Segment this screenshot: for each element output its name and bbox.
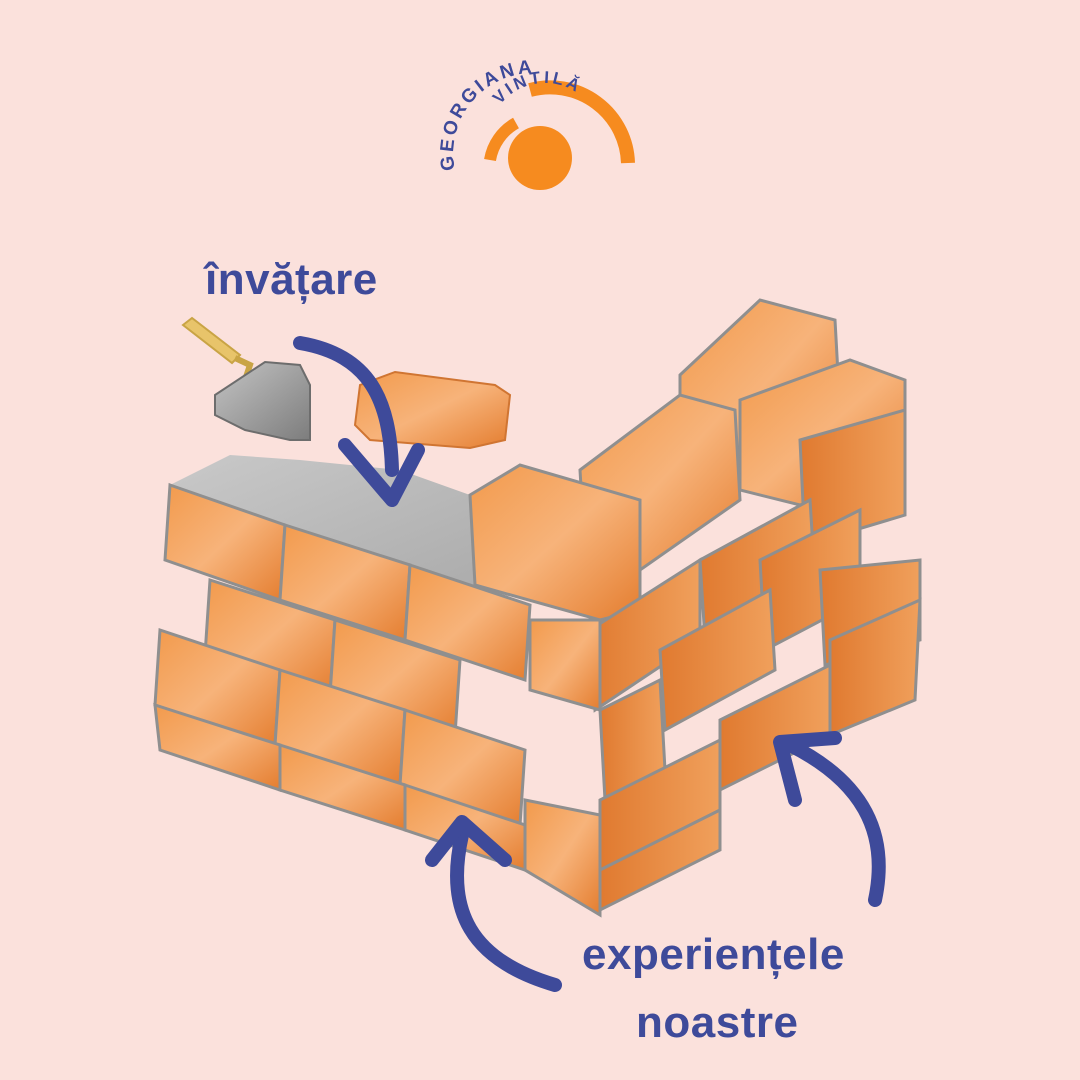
- label-experiences: experiențele: [582, 930, 845, 980]
- label-ours: noastre: [636, 998, 798, 1048]
- arrow-bottom-right: [790, 745, 879, 900]
- trowel-blade: [215, 362, 310, 440]
- trowel-illustration: [183, 318, 310, 440]
- label-learning: învățare: [205, 255, 378, 305]
- trowel-handle: [183, 318, 240, 363]
